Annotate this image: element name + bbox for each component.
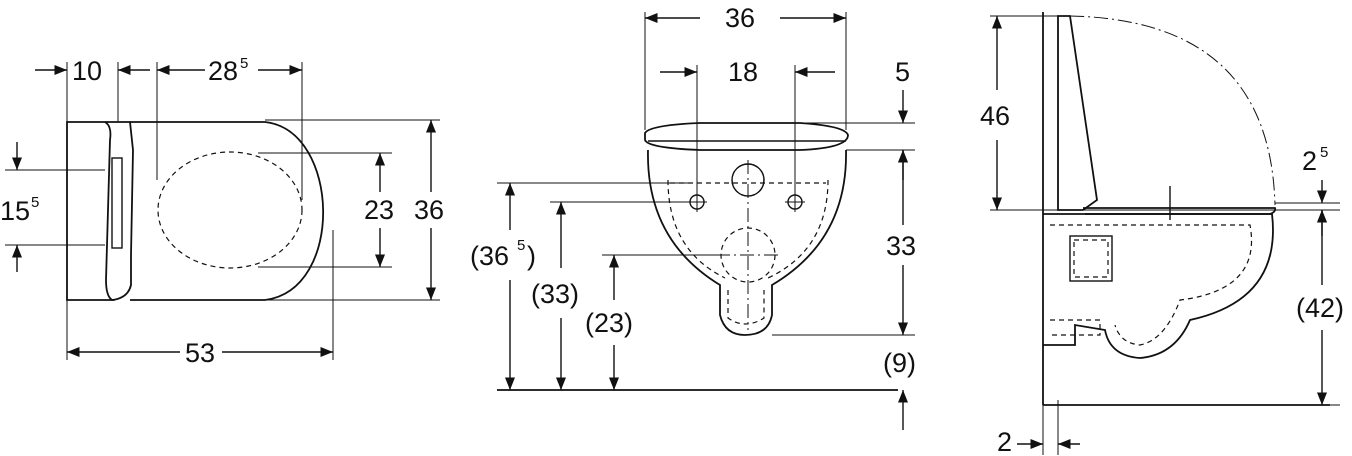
side-dim-2-label: 2 — [997, 427, 1012, 456]
side-view: 46 2 5 (42) 2 — [980, 12, 1344, 456]
dim-28-superscript: 5 — [240, 55, 248, 72]
side-view-inlet-block — [1069, 235, 1113, 282]
dim-28-label: 28 — [208, 56, 238, 86]
front-dim-5-label: 5 — [895, 57, 910, 87]
dim-15-superscript: 5 — [31, 194, 39, 211]
side-view-bowl — [1043, 213, 1274, 359]
front-view: 36 18 5 33 (9) (36 5 ) (33) (23) — [470, 3, 916, 430]
top-view: 10 28 5 15 5 23 36 53 — [0, 55, 444, 368]
front-view-bowl — [647, 149, 847, 336]
side-dim-2-5-superscript: 5 — [1320, 144, 1328, 161]
dim-15-label: 15 — [0, 196, 30, 226]
top-view-bowl-outline — [130, 121, 325, 301]
dim-10-label: 10 — [72, 56, 102, 86]
front-dim-33-paren-label: (33) — [531, 279, 579, 309]
front-dim-36-5-label: (36 — [470, 241, 509, 271]
front-dim-9-label: (9) — [883, 348, 916, 378]
top-view-wall-block — [66, 121, 115, 301]
dim-36-label: 36 — [414, 195, 444, 225]
front-dim-36-5-superscript: 5 — [517, 237, 525, 254]
top-view-bowl-opening — [157, 151, 303, 269]
side-view-lid-arc — [1069, 15, 1276, 206]
dim-23-label: 23 — [364, 195, 394, 225]
top-view-hinge-slot — [111, 157, 123, 249]
front-dim-23-paren-label: (23) — [585, 308, 633, 338]
side-view-lid-raised — [1057, 15, 1098, 211]
front-dim-33-label: 33 — [886, 231, 916, 261]
side-dim-42-label: (42) — [1296, 293, 1344, 323]
front-dim-18-label: 18 — [728, 57, 758, 87]
top-view-hinge — [105, 121, 134, 301]
front-dim-36-label: 36 — [725, 3, 755, 33]
side-dim-46-label: 46 — [980, 101, 1010, 131]
side-dim-2-5-label: 2 — [1302, 146, 1317, 176]
front-view-seat — [644, 122, 849, 151]
front-dim-36-5-close: ) — [527, 241, 536, 271]
dim-53-label: 53 — [185, 338, 215, 368]
